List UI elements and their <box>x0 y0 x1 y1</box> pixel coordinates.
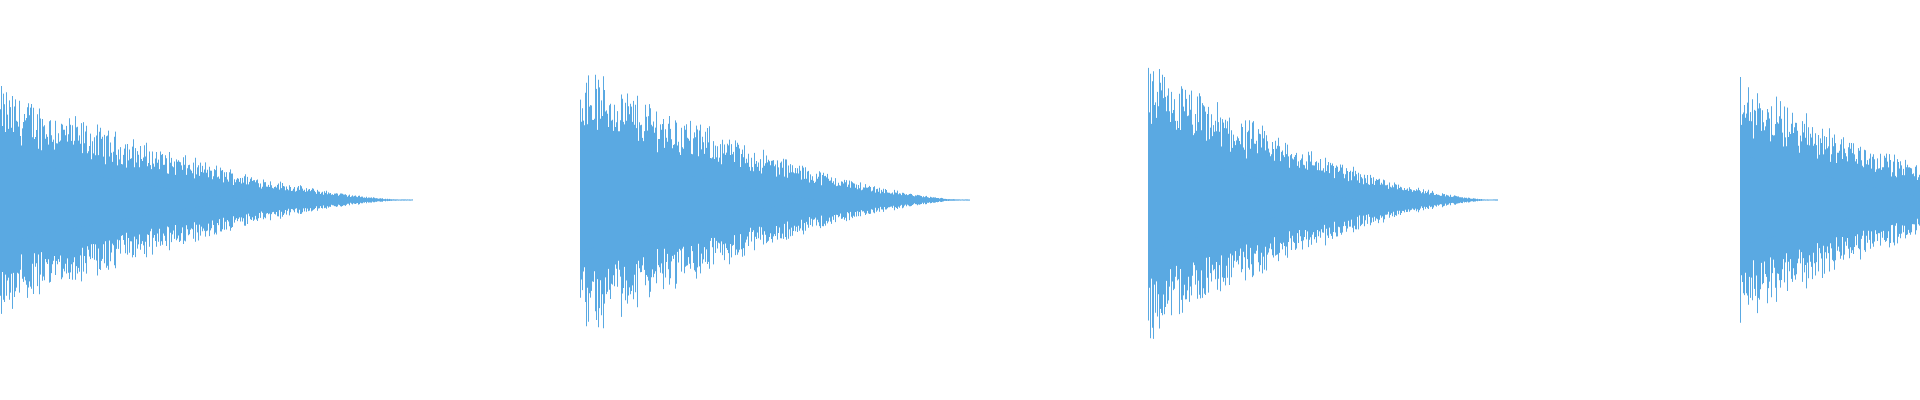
waveform-core-2 <box>580 149 814 251</box>
waveform-core-4 <box>1740 154 1920 246</box>
waveform-core-3 <box>1148 149 1357 251</box>
waveform-core-1 <box>0 157 248 243</box>
waveform-peaks <box>0 67 1920 339</box>
